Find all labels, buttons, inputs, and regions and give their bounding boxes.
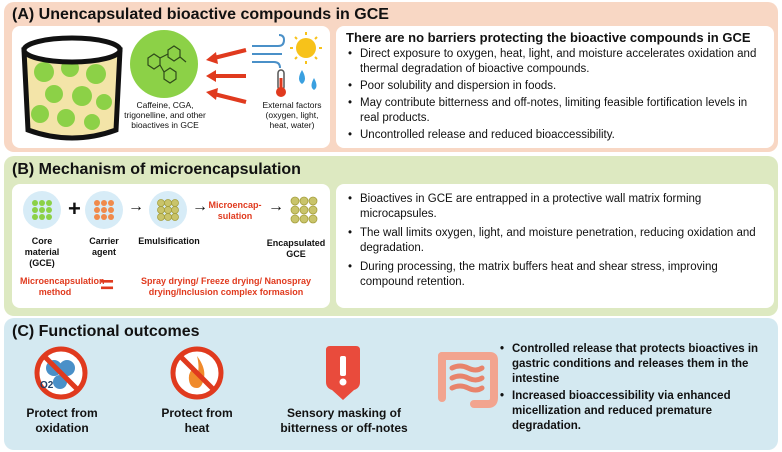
no-oxidation-icon bbox=[34, 346, 88, 400]
external-factors-label: External factors (oxygen, light, heat, w… bbox=[262, 100, 322, 130]
plus-sign: + bbox=[68, 196, 81, 221]
list-item: May contribute bitterness and off-notes,… bbox=[346, 96, 764, 126]
o2-text: O2 bbox=[40, 380, 54, 391]
microencapsulation-step-label: Microencap- sulation bbox=[208, 200, 262, 221]
outcomes-bullet-list: Controlled release that protects bioacti… bbox=[498, 342, 772, 436]
arrow-2: → bbox=[192, 198, 208, 215]
method-label: Microencapsulation method bbox=[20, 276, 105, 297]
compounds-label: Caffeine, CGA, trigonelline, and other b… bbox=[124, 100, 206, 130]
emulsification-icon bbox=[149, 191, 187, 229]
equals-sign: = bbox=[100, 272, 115, 299]
emulsification-label: Emulsification bbox=[138, 236, 200, 246]
no-fire-icon bbox=[170, 346, 224, 400]
unencapsulated-description-card: There are no barriers protecting the bio… bbox=[336, 26, 774, 148]
external-factors-icon bbox=[252, 32, 322, 97]
panel-unencapsulated: (A) Unencapsulated bioactive compounds i… bbox=[4, 2, 778, 152]
panel-b-title: (B) Mechanism of microencapsulation bbox=[12, 161, 301, 178]
oxidation-label: Protect from oxidation bbox=[26, 406, 98, 435]
encapsulated-gce-label: Encapsulated GCE bbox=[266, 238, 326, 259]
panel-c-title: (C) Functional outcomes bbox=[12, 323, 200, 340]
mechanism-bullet-list: Bioactives in GCE are entrapped in a pro… bbox=[346, 192, 764, 290]
list-item: Uncontrolled release and reduced bioacce… bbox=[346, 128, 764, 143]
bioactive-molecule-icon bbox=[130, 30, 198, 98]
mechanism-flow-card: Core material (GCE) + Carrier agent → Em… bbox=[12, 184, 330, 308]
warning-badge-icon bbox=[326, 346, 360, 400]
intestine-icon bbox=[438, 352, 498, 408]
core-material-icon bbox=[23, 191, 61, 229]
arrow-3: → bbox=[268, 198, 284, 215]
heat-label: Protect from heat bbox=[161, 406, 233, 435]
core-material-label: Core material (GCE) bbox=[24, 236, 60, 268]
carrier-agent-icon bbox=[85, 191, 123, 229]
arrow-1: → bbox=[128, 198, 144, 215]
method-value: Spray drying/ Freeze drying/ Nanospray d… bbox=[140, 276, 312, 297]
no-barriers-heading: There are no barriers protecting the bio… bbox=[346, 30, 751, 45]
unencapsulated-bullet-list: Direct exposure to oxygen, heat, light, … bbox=[346, 47, 764, 143]
list-item: Bioactives in GCE are entrapped in a pro… bbox=[346, 192, 764, 222]
carrier-agent-label: Carrier agent bbox=[89, 236, 119, 257]
panel-a-title: (A) Unencapsulated bioactive compounds i… bbox=[12, 6, 389, 23]
list-item: Poor solubility and dispersion in foods. bbox=[346, 79, 764, 94]
list-item: Direct exposure to oxygen, heat, light, … bbox=[346, 47, 764, 77]
encapsulated-gce-icon bbox=[290, 196, 318, 224]
panel-mechanism: (B) Mechanism of microencapsulation Core… bbox=[4, 156, 778, 316]
container-jar-icon bbox=[21, 35, 123, 141]
list-item: The wall limits oxygen, light, and moist… bbox=[346, 226, 764, 256]
list-item: Increased bioaccessibility via enhanced … bbox=[498, 389, 772, 434]
sensory-label: Sensory masking of bitterness or off-not… bbox=[280, 406, 408, 435]
list-item: Controlled release that protects bioacti… bbox=[498, 342, 772, 387]
red-arrows-icon bbox=[206, 48, 247, 104]
mechanism-description-card: Bioactives in GCE are entrapped in a pro… bbox=[336, 184, 774, 308]
panel-functional-outcomes: (C) Functional outcomes O2 Protect from … bbox=[4, 318, 778, 450]
list-item: During processing, the matrix buffers he… bbox=[346, 260, 764, 290]
unencapsulated-illustration-card: Caffeine, CGA, trigonelline, and other b… bbox=[12, 26, 330, 148]
